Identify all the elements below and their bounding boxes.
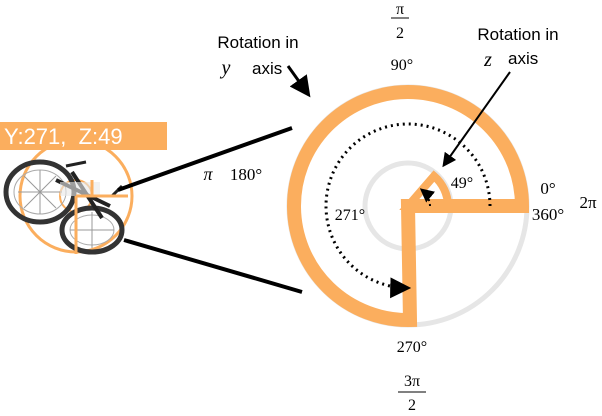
top-pi-numerator: π [396,1,404,18]
y-angle-dotted-arc [324,122,492,299]
right-2pi-label: 2π [579,193,597,212]
bottom-degree-label: 270° [397,339,427,356]
z-angle-dotted-arc [419,188,436,207]
bottom-numerator: 3π [404,373,420,390]
rotation-badge: Y:271, Z:49 [0,122,167,150]
y-annotation-title: Rotation in [217,33,298,52]
right-360-degree-label: 360° [532,205,564,224]
z-annotation-word: axis [508,49,538,68]
right-zero-degree-label: 0° [540,179,555,198]
bottom-denominator: 2 [408,397,416,414]
bicycle-icon [3,159,125,255]
top-degree-label: 90° [391,57,413,74]
top-denominator: 2 [396,25,404,42]
y-annotation-var: y [220,57,231,79]
z-rotation-value: 49° [451,175,473,192]
y-rotation-sector [287,85,530,328]
z-annotation-var: z [483,49,492,71]
left-pi-label: π [203,164,213,184]
y-rotation-value: 271° [335,207,365,224]
y-annotation-word: axis [252,59,282,78]
z-rotation-sector [399,170,453,210]
left-degree-label: 180° [230,165,262,184]
connector-lower [123,238,303,294]
y-annotation-arrow [286,65,311,98]
connector-upper [117,126,293,192]
bicycle-thumbnail [3,138,134,255]
z-annotation-arrow [442,71,511,168]
badge-background [0,122,167,150]
rotation-wheel [286,84,530,328]
badge-text: Y:271, Z:49 [4,124,123,149]
z-annotation-title: Rotation in [477,25,558,44]
